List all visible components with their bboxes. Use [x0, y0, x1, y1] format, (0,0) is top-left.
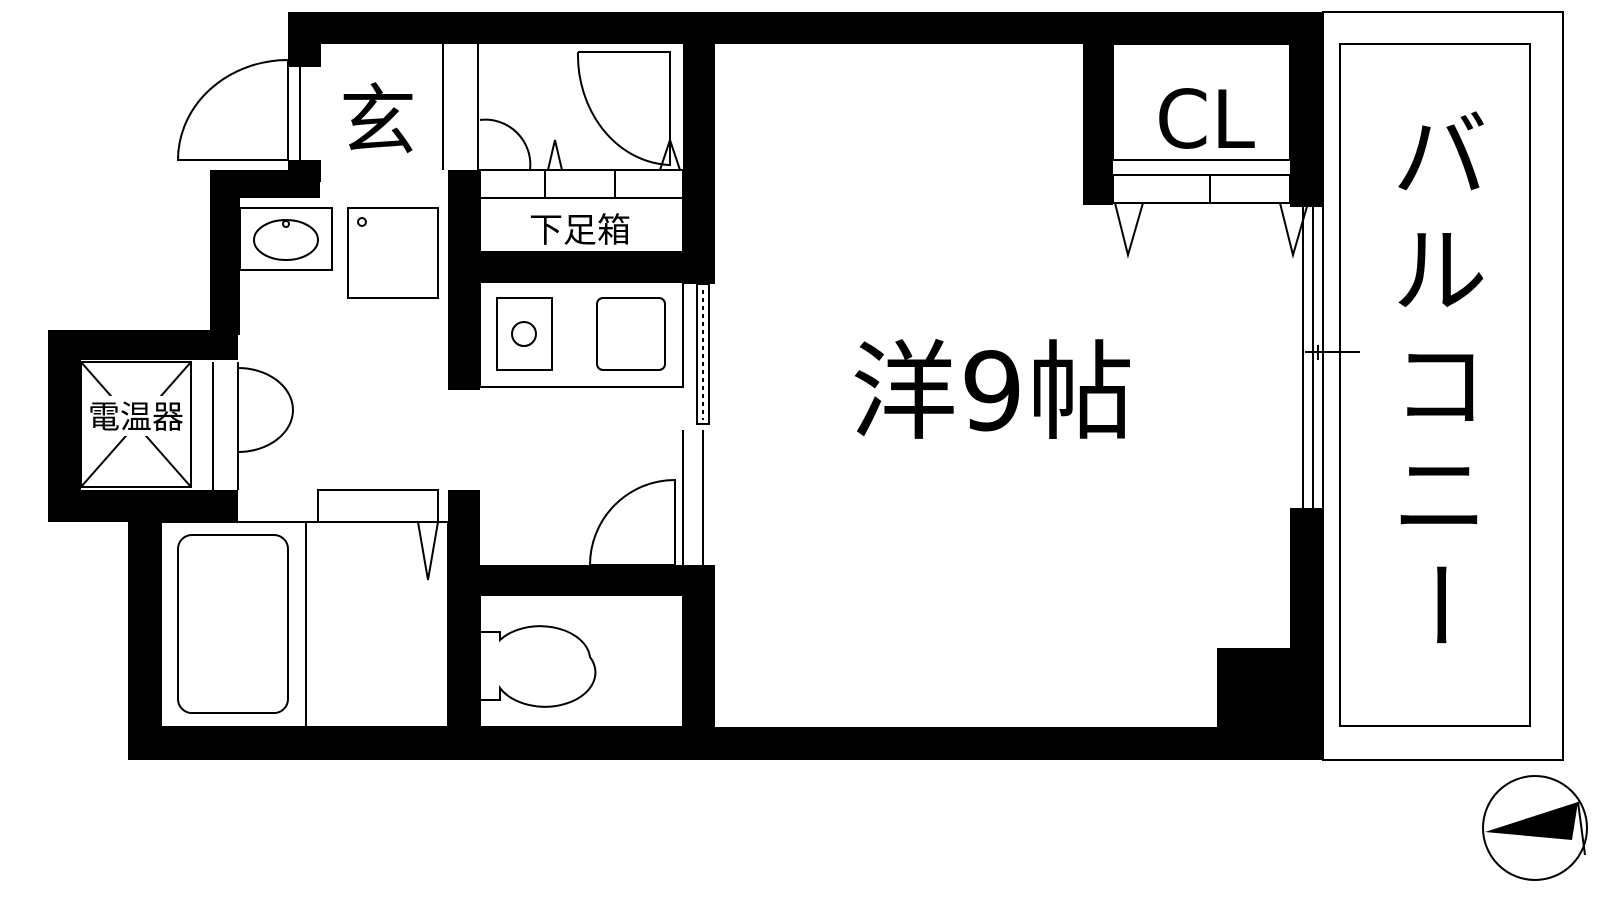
labels: 玄 下足箱 電温器 CL 洋9帖 バ ル コ ニ ー [84, 74, 1494, 653]
room-label: 洋9帖 [850, 331, 1135, 456]
shoe-cabinet-label: 下足箱 [529, 211, 631, 251]
water-heater-label: 電温器 [88, 398, 184, 436]
room-type: 洋 [850, 331, 958, 456]
balcony-char-3: コ [1392, 331, 1488, 443]
closet-label: CL [1155, 74, 1256, 167]
balcony-char-2: ル [1392, 216, 1488, 328]
balcony-char-4: ニ [1392, 441, 1488, 553]
room-unit: 帖 [1027, 331, 1135, 456]
entrance-label: 玄 [339, 77, 417, 167]
room-size: 9 [958, 331, 1027, 456]
compass-icon [1482, 775, 1588, 881]
balcony-char-5: ー [1382, 557, 1494, 653]
walls [48, 12, 1323, 760]
fixtures [80, 11, 1564, 761]
balcony-char-1: バ [1392, 101, 1488, 213]
